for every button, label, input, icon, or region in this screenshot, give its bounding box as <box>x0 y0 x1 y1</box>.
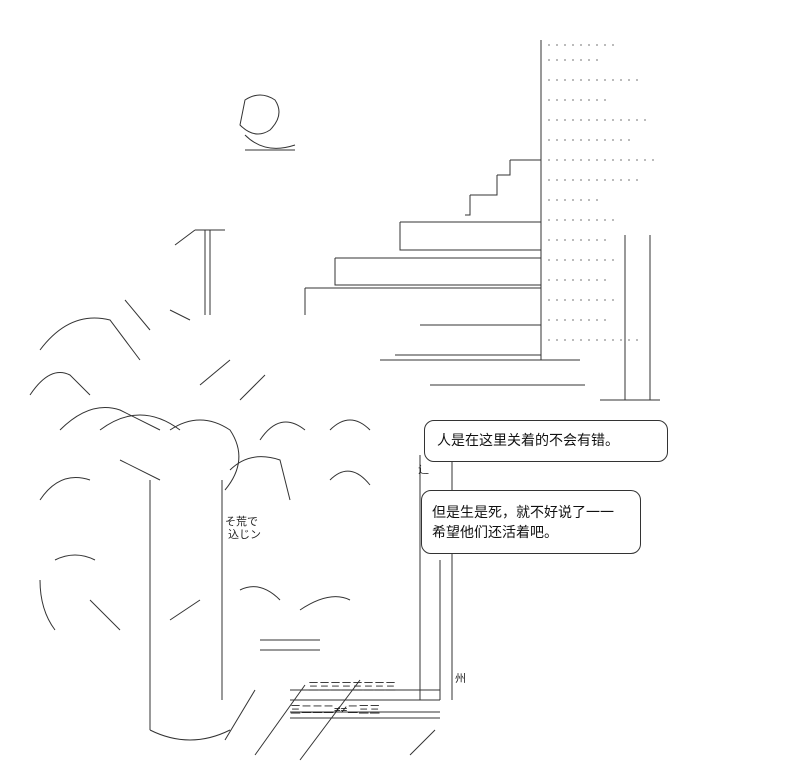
speech-line: 人是在这里关着的不会有错。 <box>437 433 619 449</box>
left-figure <box>29 317 161 631</box>
window-bars <box>169 229 225 321</box>
ascii-sign-right: 州 <box>455 672 466 685</box>
ascii-text-b: 込じン <box>228 528 261 541</box>
ascii-text-c: 三三三三三三三三 <box>308 680 396 693</box>
cage-bars <box>224 455 453 761</box>
pillar <box>600 235 660 401</box>
wall-dots <box>548 44 660 341</box>
speech-line: 但是生是死，就不好说了一一 <box>432 505 614 521</box>
ascii-text-d: 三二二二≠≠二三三 <box>290 703 381 716</box>
small-figure <box>239 94 296 151</box>
staircase <box>304 159 585 386</box>
speech-line: 希望他们还活着吧。 <box>432 525 558 541</box>
speech-bubble-1: 人是在这里关着的不会有错。 <box>424 420 668 462</box>
diagonal-lines <box>124 299 266 621</box>
central-figure <box>99 414 371 741</box>
ascii-text-a: そ荒で <box>225 515 258 528</box>
speech-bubble-2: 但是生是死，就不好说了一一 希望他们还活着吧。 <box>421 490 641 554</box>
ascii-sign-left: 辶 <box>418 463 429 476</box>
